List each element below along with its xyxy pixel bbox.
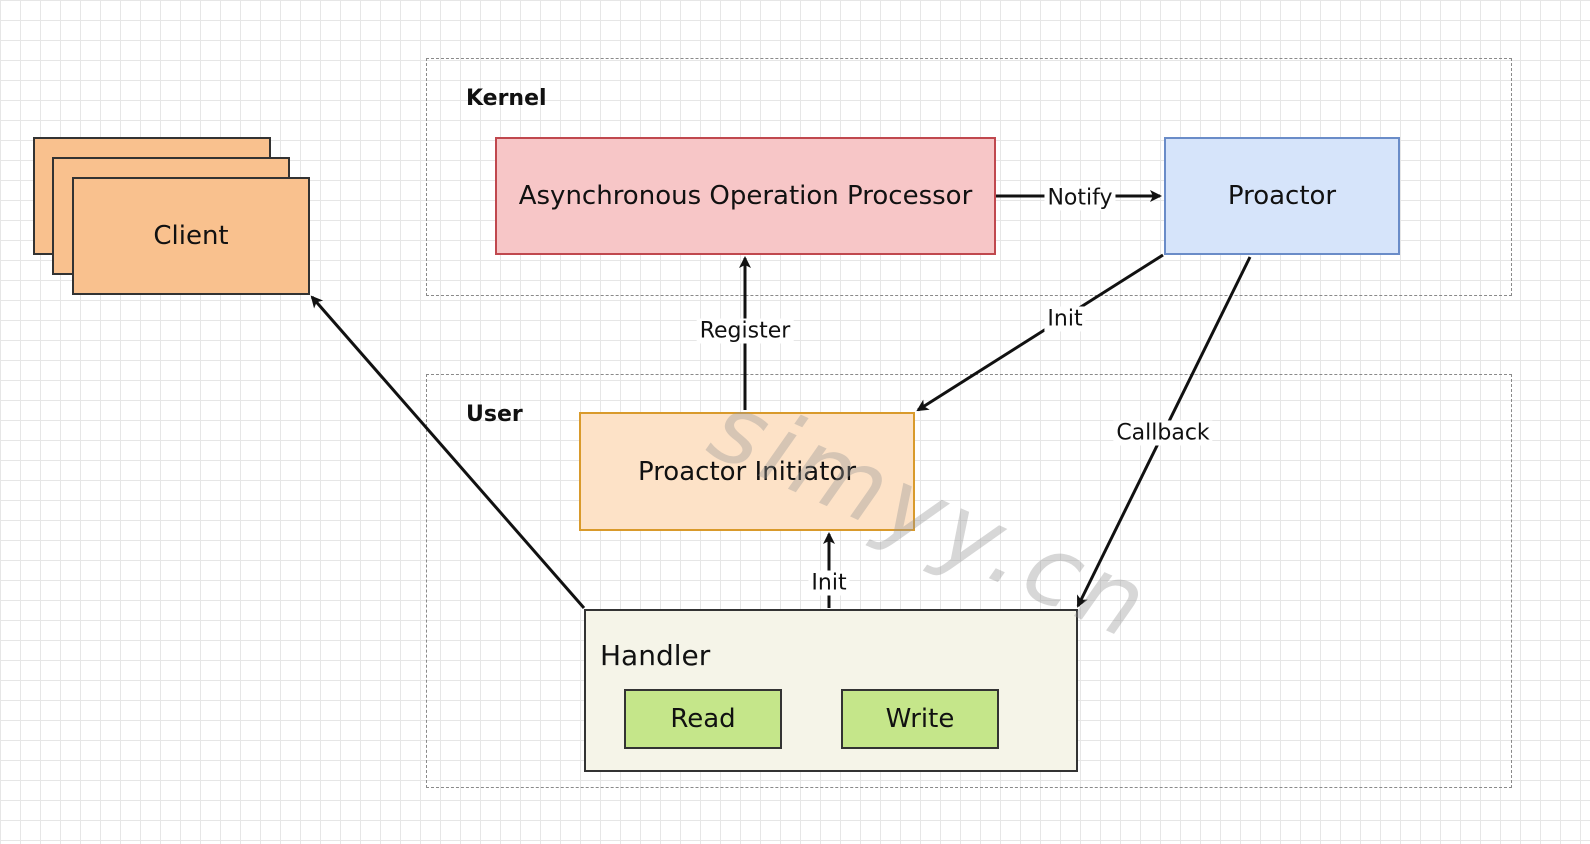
user-group: [426, 374, 1512, 788]
proactor-init-label: Init: [1044, 306, 1086, 332]
read-label: Read: [670, 704, 736, 734]
kernel-group-label: Kernel: [466, 86, 547, 111]
client-label: Client: [153, 221, 229, 251]
client-arrow: [310, 295, 586, 609]
proactor-node[interactable]: Proactor: [1164, 137, 1400, 255]
read-node[interactable]: Read: [624, 689, 782, 749]
register-label: Register: [696, 318, 794, 344]
user-group-label: User: [466, 402, 523, 427]
async-operation-processor-node[interactable]: Asynchronous Operation Processor: [495, 137, 996, 255]
client-node[interactable]: Client: [72, 177, 310, 295]
proactor-init-arrow: [916, 253, 1164, 412]
write-node[interactable]: Write: [841, 689, 999, 749]
initiator-label: Proactor Initiator: [637, 456, 857, 487]
callback-label: Callback: [1113, 420, 1213, 446]
proactor-initiator-node[interactable]: Proactor Initiator: [579, 412, 915, 531]
kernel-group: [426, 58, 1512, 296]
aop-label: Asynchronous Operation Processor: [518, 181, 973, 211]
handler-node[interactable]: Handler Read Write: [584, 609, 1078, 772]
proactor-label: Proactor: [1227, 181, 1337, 211]
write-label: Write: [885, 704, 955, 734]
notify-label: Notify: [1044, 185, 1116, 211]
handler-label: Handler: [600, 639, 711, 672]
handler-init-label: Init: [808, 570, 850, 596]
